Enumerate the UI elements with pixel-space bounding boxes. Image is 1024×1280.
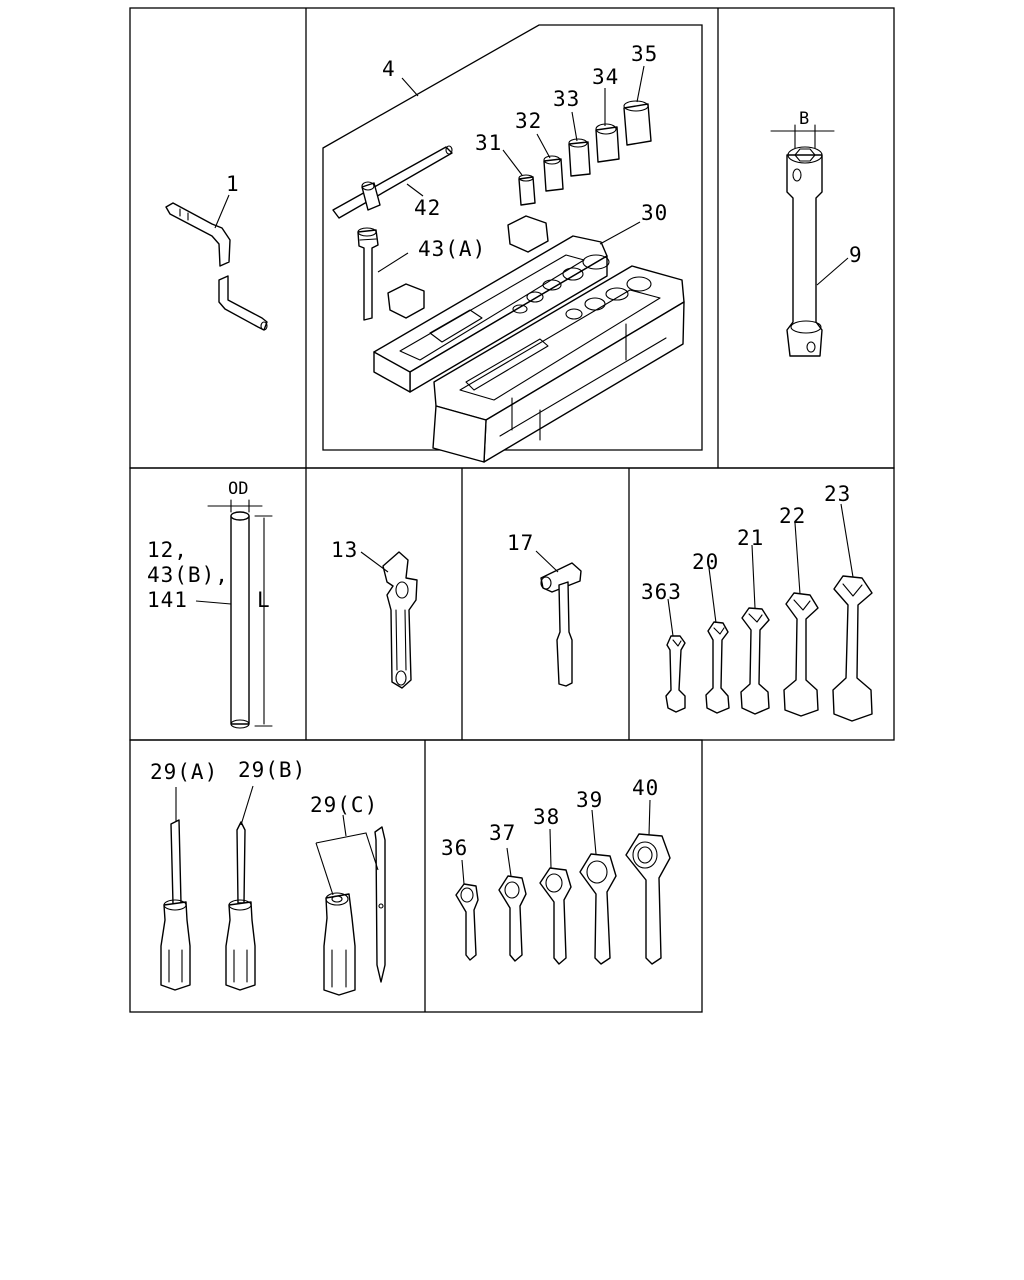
callout-40: 40	[632, 776, 659, 800]
dimension-b: B	[799, 109, 809, 129]
callout-12: 12,	[147, 538, 188, 562]
callout-17: 17	[507, 531, 534, 555]
callout-38: 38	[533, 805, 560, 829]
callout-42: 42	[414, 196, 441, 220]
socket-32-part	[543, 155, 564, 192]
panel-hammer: 17	[507, 531, 582, 687]
callout-34: 34	[592, 65, 619, 89]
open-end-wrench-20	[705, 621, 730, 714]
callout-32: 32	[515, 109, 542, 133]
panel-crank-handle: 1	[165, 172, 268, 331]
socket-33-part	[568, 138, 591, 177]
hammer-part	[540, 562, 582, 687]
socket-34-part	[595, 123, 620, 163]
socket-31-part	[518, 174, 536, 206]
tool-case-part	[373, 215, 685, 463]
open-end-wrench-23	[832, 575, 873, 722]
screwdriver-29a	[160, 819, 191, 991]
open-end-wrench-21	[740, 607, 770, 715]
ratchet-wrench-36	[455, 883, 479, 961]
callout-9: 9	[849, 243, 863, 267]
callout-23: 23	[824, 482, 851, 506]
callout-21: 21	[737, 526, 764, 550]
callout-363: 363	[641, 580, 682, 604]
callout-43a: 43(A)	[418, 237, 486, 261]
screwdriver-29b	[225, 821, 256, 991]
panel-screwdrivers: 29(A) 29(B) 29(C)	[150, 758, 386, 996]
callout-35: 35	[631, 42, 658, 66]
callout-29c: 29(C)	[310, 793, 378, 817]
ratchet-wrench-37	[498, 875, 527, 962]
crank-handle-part	[165, 202, 268, 331]
callout-4: 4	[382, 57, 396, 81]
callout-1: 1	[226, 172, 240, 196]
callout-22: 22	[779, 504, 806, 528]
callout-29b: 29(B)	[238, 758, 306, 782]
assembly-boundary-4	[322, 24, 703, 451]
callout-31: 31	[475, 131, 502, 155]
panel-ratchet-wrenches: 36 37 38 39 40	[441, 776, 671, 965]
dimension-l: L	[257, 588, 271, 612]
panel-open-end-wrenches: 363 20 21 22 23	[641, 482, 873, 722]
screwdriver-29c	[323, 826, 386, 996]
open-end-wrench-363	[665, 635, 686, 713]
box-wrench-part	[786, 146, 823, 357]
panel-box-wrench: B 9	[770, 109, 863, 357]
callout-36: 36	[441, 836, 468, 860]
t-handle-part	[332, 145, 453, 219]
ratchet-wrench-38	[539, 867, 572, 965]
callout-13: 13	[331, 538, 358, 562]
callout-39: 39	[576, 788, 603, 812]
callout-33: 33	[553, 87, 580, 111]
panel-round-bar: OD L 12, 43(B), 141	[147, 479, 273, 729]
panel-grid	[129, 7, 895, 1013]
round-bar-part	[230, 511, 250, 729]
callout-141: 141	[147, 588, 188, 612]
adjustable-wrench-part	[382, 551, 418, 689]
ratchet-wrench-39	[579, 853, 617, 965]
panel-adjustable-wrench: 13	[331, 538, 418, 689]
callout-37: 37	[489, 821, 516, 845]
open-end-wrench-22	[783, 592, 819, 717]
socket-35-part	[623, 100, 652, 146]
callout-29a: 29(A)	[150, 760, 218, 784]
callout-30: 30	[641, 201, 668, 225]
extension-bar-part	[357, 227, 379, 321]
ratchet-wrench-40	[625, 833, 671, 965]
dimension-od: OD	[228, 479, 248, 499]
panel-socket-set: 4 42 43(A)	[322, 24, 703, 463]
callout-43b: 43(B),	[147, 563, 229, 587]
callout-20: 20	[692, 550, 719, 574]
